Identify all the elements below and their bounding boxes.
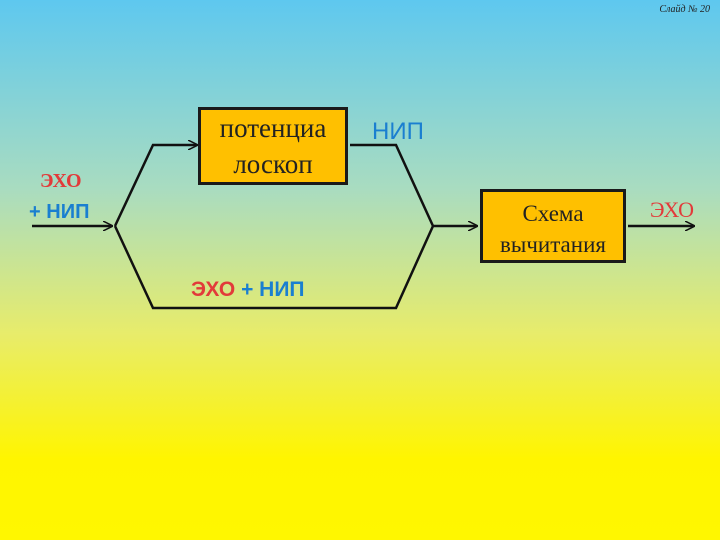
subtraction-box: Схема вычитания: [480, 189, 626, 263]
input-nip-text: НИП: [46, 201, 90, 223]
input-echo-label: ЭХО: [40, 170, 82, 192]
bottom-plus-sign: +: [241, 278, 254, 301]
nip-output-label: НИП: [372, 118, 424, 145]
slide-number: Слайд № 20: [659, 4, 710, 15]
output-echo-label: ЭХО: [650, 197, 695, 222]
bottom-nip-text: НИП: [259, 278, 305, 301]
bottom-branch-label: ЭХО + НИП: [191, 278, 305, 302]
oscilloscope-label-line1: потенциа: [219, 113, 327, 143]
bottom-echo-text: ЭХО: [191, 278, 236, 301]
lower-branch: [113, 225, 435, 310]
top-box-to-subtractor: [350, 143, 477, 226]
subtraction-label-line1: Схема: [522, 201, 584, 226]
oscilloscope-box: потенциа лоскоп: [198, 107, 348, 185]
oscilloscope-label-line2: лоскоп: [233, 149, 313, 179]
upper-branch: [113, 145, 197, 227]
input-nip-label: + НИП: [29, 201, 89, 224]
input-plus-sign: +: [29, 201, 41, 223]
subtraction-label-line2: вычитания: [500, 232, 606, 257]
